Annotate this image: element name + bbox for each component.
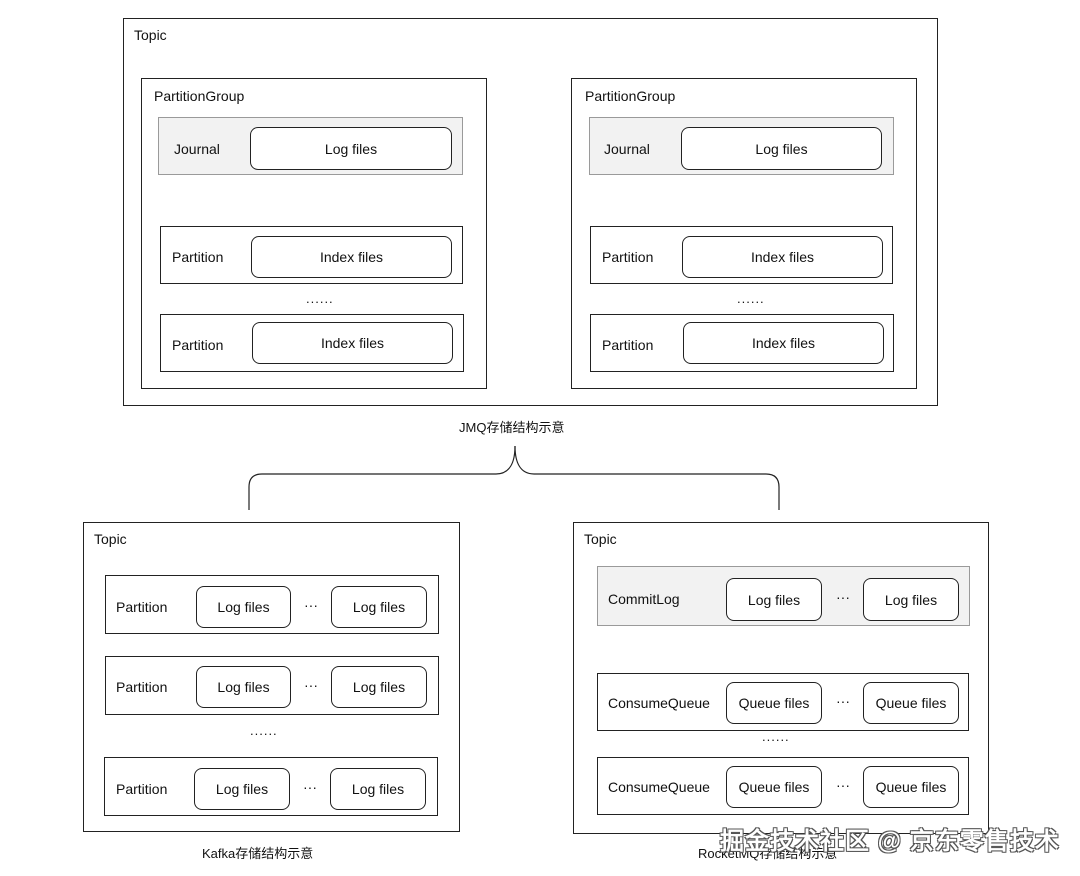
partition-label: Partition xyxy=(602,249,654,265)
log-files: Log files xyxy=(194,768,290,810)
ellipsis: ...... xyxy=(762,729,790,744)
index-files: Index files xyxy=(682,236,883,278)
watermark: 掘金技术社区 @ 京东零售技术 xyxy=(720,828,1060,855)
commitlog-label: CommitLog xyxy=(608,591,680,607)
log-files: Log files xyxy=(196,586,291,628)
consumequeue-label: ConsumeQueue xyxy=(608,695,710,711)
jmq-caption: JMQ存储结构示意 xyxy=(459,420,565,435)
separator-dots: ··· xyxy=(304,677,318,693)
journal-log-files: Log files xyxy=(250,127,452,170)
journal-log-files: Log files xyxy=(681,127,882,170)
index-files: Index files xyxy=(252,322,453,364)
queue-files: Queue files xyxy=(726,682,822,724)
separator-dots: ··· xyxy=(836,693,850,709)
separator-dots: ··· xyxy=(836,777,850,793)
rocketmq-caption: RocketMQ存储结构示意 xyxy=(698,846,838,861)
partition-label: Partition xyxy=(172,337,224,353)
log-files: Log files xyxy=(863,578,959,621)
partition-label: Partition xyxy=(602,337,654,353)
separator-dots: ··· xyxy=(836,589,850,605)
partition-group-label: PartitionGroup xyxy=(154,88,245,104)
log-files: Log files xyxy=(331,666,427,708)
partition-group-label: PartitionGroup xyxy=(585,88,676,104)
partition-label: Partition xyxy=(172,249,224,265)
separator-dots: ··· xyxy=(303,779,317,795)
kafka-topic-label: Topic xyxy=(94,531,127,547)
jmq-topic-label: Topic xyxy=(134,27,167,43)
log-files: Log files xyxy=(330,768,426,810)
queue-files: Queue files xyxy=(726,766,822,808)
ellipsis: ...... xyxy=(737,291,765,306)
index-files: Index files xyxy=(251,236,452,278)
ellipsis: ...... xyxy=(250,723,278,738)
kafka-caption: Kafka存储结构示意 xyxy=(202,846,314,861)
partition-label: Partition xyxy=(116,781,168,797)
ellipsis: ...... xyxy=(306,291,334,306)
index-files: Index files xyxy=(683,322,884,364)
rocketmq-topic-label: Topic xyxy=(584,531,617,547)
partition-label: Partition xyxy=(116,679,168,695)
journal-label: Journal xyxy=(174,141,220,157)
partition-label: Partition xyxy=(116,599,168,615)
consumequeue-label: ConsumeQueue xyxy=(608,779,710,795)
log-files: Log files xyxy=(196,666,291,708)
queue-files: Queue files xyxy=(863,682,959,724)
log-files: Log files xyxy=(726,578,822,621)
queue-files: Queue files xyxy=(863,766,959,808)
log-files: Log files xyxy=(331,586,427,628)
journal-label: Journal xyxy=(604,141,650,157)
separator-dots: ··· xyxy=(304,597,318,613)
